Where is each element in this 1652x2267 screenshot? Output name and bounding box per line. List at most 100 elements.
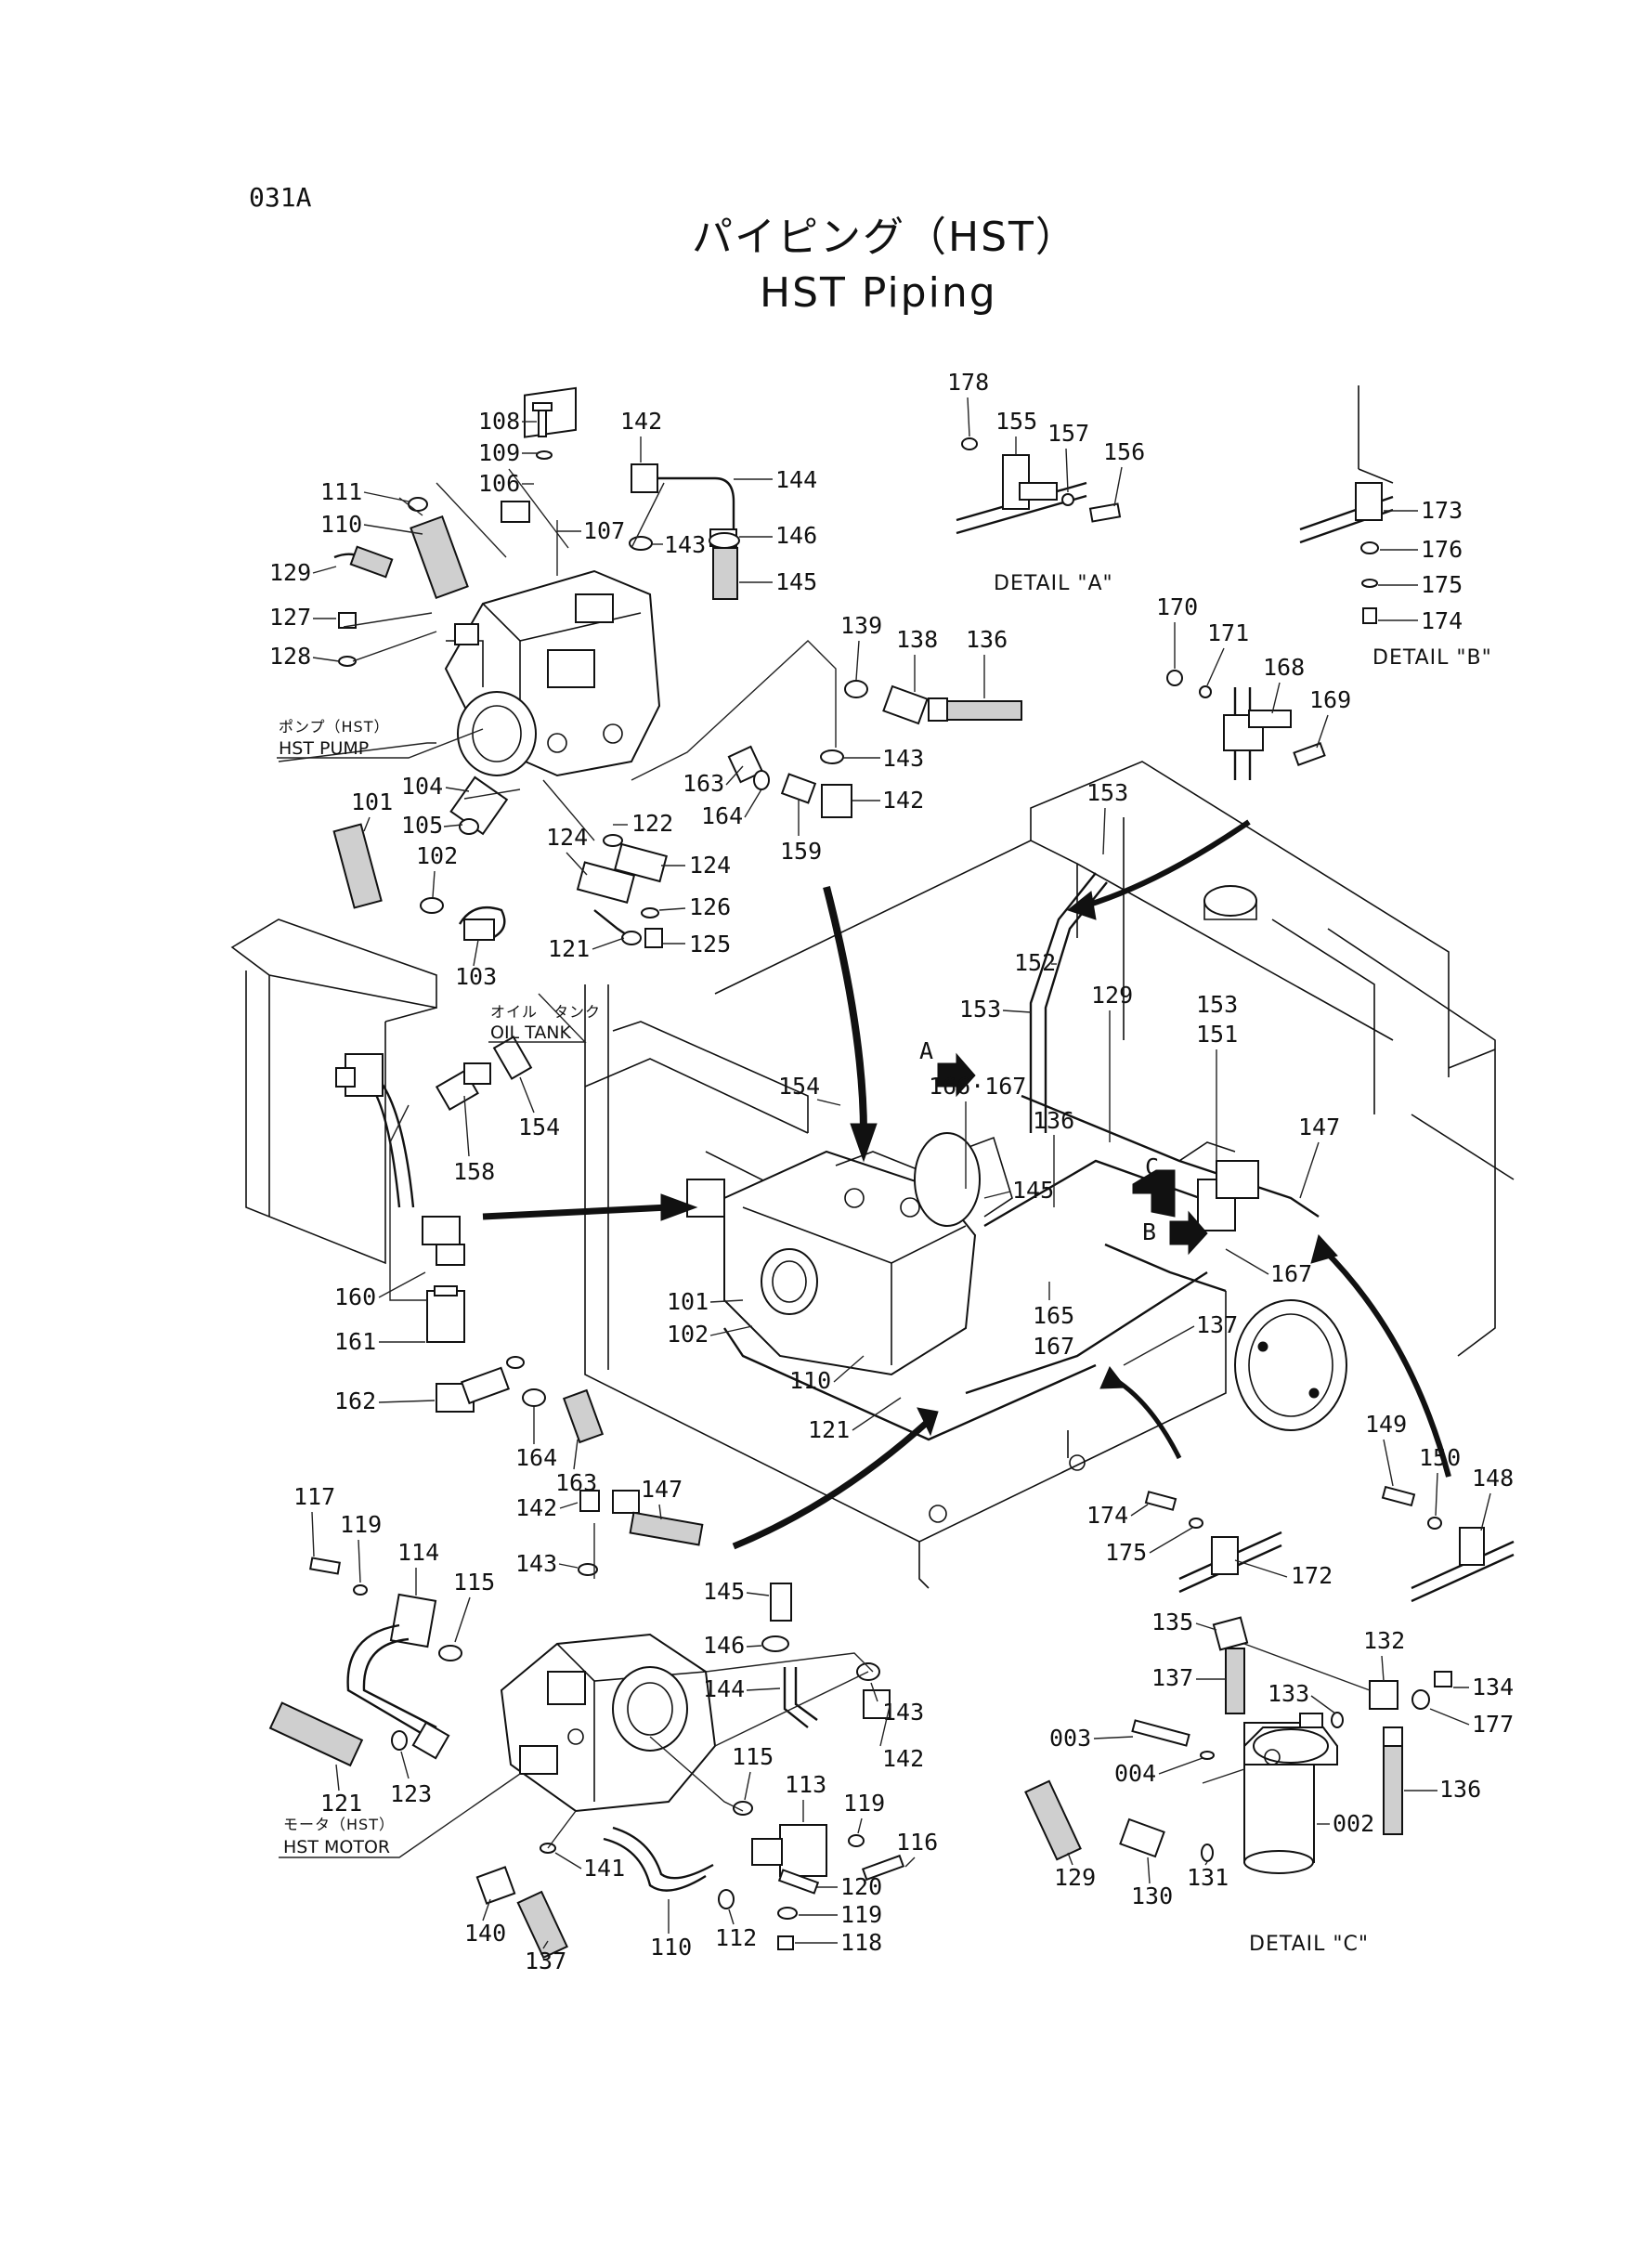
part-number: 145 — [775, 568, 817, 595]
part-number: 107 — [583, 517, 625, 544]
part-number-callouts: 108 109 106 111 110 107 142 144 143 146 … — [269, 369, 1514, 1974]
part-number: 144 — [703, 1675, 745, 1702]
part-number: 147 — [1298, 1114, 1340, 1140]
title-english: HST Piping — [760, 269, 997, 317]
motor-parts — [268, 1490, 905, 1960]
part-number: 139 — [840, 612, 882, 639]
part-number: 123 — [390, 1780, 432, 1807]
hst-pump-illustration — [444, 569, 661, 777]
part-number: 146 — [703, 1632, 745, 1659]
part-number: 002 — [1333, 1810, 1374, 1837]
part-number: 172 — [1291, 1562, 1333, 1589]
part-number: 116 — [896, 1829, 938, 1856]
part-number: 132 — [1363, 1627, 1405, 1654]
part-number: 124 — [689, 852, 731, 879]
part-number: 124 — [546, 824, 588, 851]
part-number: 159 — [780, 838, 822, 865]
part-number: 168 — [1263, 654, 1305, 681]
title-japanese: パイピング（HST） — [692, 214, 1078, 261]
part-number: 127 — [269, 604, 311, 631]
part-number: 109 — [478, 439, 520, 466]
part-number: 111 — [320, 478, 362, 505]
part-number: 121 — [808, 1416, 850, 1443]
assembly-labels: ポンプ（HST） HST PUMP オイル タンク OIL TANK モータ（H… — [279, 572, 1491, 1956]
part-number: 112 — [715, 1924, 757, 1951]
part-number: 105 — [401, 812, 443, 839]
part-number: 169 — [1309, 686, 1351, 713]
oil-tank-label-en: OIL TANK — [490, 1023, 572, 1043]
part-number: 156 — [1103, 438, 1145, 465]
hst-motor-label-en: HST MOTOR — [283, 1837, 390, 1857]
part-number: 153 — [1086, 779, 1128, 806]
part-number: 128 — [269, 643, 311, 670]
part-number: 176 — [1421, 536, 1463, 563]
part-number: 126 — [689, 893, 731, 920]
part-number: 134 — [1472, 1674, 1514, 1700]
detail-a-label: DETAIL "A" — [994, 572, 1113, 595]
machine-frame — [230, 761, 1515, 1589]
part-number: 153 — [1196, 991, 1238, 1018]
part-number: 103 — [455, 963, 497, 990]
part-number: 102 — [416, 842, 458, 869]
part-number: 138 — [896, 626, 938, 653]
assembly-label-leaders — [277, 728, 587, 1858]
page-code: 031A — [249, 182, 312, 213]
part-number: 137 — [525, 1948, 566, 1974]
part-number: 174 — [1421, 607, 1463, 634]
part-number: 110 — [789, 1367, 831, 1394]
part-number: 160 — [334, 1283, 376, 1310]
part-number: 110 — [320, 511, 362, 538]
part-number: 110 — [650, 1934, 692, 1961]
part-number: 154 — [518, 1114, 560, 1140]
part-number: 149 — [1365, 1411, 1407, 1438]
part-number: 129 — [269, 559, 311, 586]
part-number: 119 — [340, 1511, 382, 1538]
part-number: 119 — [840, 1901, 882, 1928]
part-number: 136 — [966, 626, 1008, 653]
part-number: 143 — [882, 1699, 924, 1726]
part-number: 133 — [1268, 1680, 1309, 1707]
part-number: 155 — [995, 408, 1037, 435]
central-pump-assembly — [335, 872, 1320, 1441]
part-number: 148 — [1472, 1465, 1514, 1492]
part-number: 129 — [1054, 1864, 1096, 1891]
part-number: 174 — [1086, 1502, 1128, 1529]
part-number: 146 — [775, 522, 817, 549]
arrow-label-b: B — [1142, 1218, 1156, 1245]
detail-b-illustration — [1299, 385, 1394, 624]
part-number: 131 — [1187, 1864, 1229, 1891]
part-number: 143 — [882, 745, 924, 772]
part-number: 104 — [401, 773, 443, 800]
part-number: 147 — [641, 1476, 683, 1503]
part-number: 143 — [664, 531, 706, 558]
detail-a-illustration — [956, 437, 1122, 535]
part-number: 114 — [397, 1539, 439, 1566]
part-number: 171 — [1207, 619, 1249, 646]
arrow-label-c: C — [1145, 1153, 1159, 1180]
part-number: 142 — [620, 408, 662, 435]
detail-c-illustration — [1024, 1616, 1452, 1874]
part-number: 165 — [1033, 1302, 1074, 1329]
part-number: 004 — [1114, 1760, 1156, 1787]
part-number: 142 — [882, 787, 924, 814]
part-number: 173 — [1421, 497, 1463, 524]
part-number: 167 — [1033, 1333, 1074, 1360]
hst-pump-label-en: HST PUMP — [279, 738, 369, 759]
part-number: 152 — [1014, 949, 1056, 976]
part-number: 125 — [689, 931, 731, 958]
lower-right-clamps — [1144, 1485, 1515, 1603]
part-number: 113 — [785, 1771, 826, 1798]
pump-parts — [332, 386, 1022, 948]
oil-tank-label-jp: オイル タンク — [490, 1003, 601, 1021]
part-number: 144 — [775, 466, 817, 493]
part-number: 151 — [1196, 1021, 1238, 1048]
part-number: 154 — [778, 1073, 820, 1100]
part-number: 102 — [667, 1321, 709, 1348]
part-number: 170 — [1156, 593, 1198, 620]
part-number: 141 — [583, 1855, 625, 1882]
part-number: 115 — [732, 1743, 774, 1770]
lower-left-fittings — [389, 1036, 605, 1444]
part-number: 136 — [1439, 1776, 1481, 1803]
part-number: 158 — [453, 1158, 495, 1185]
part-number: 166·167 — [929, 1073, 1026, 1100]
